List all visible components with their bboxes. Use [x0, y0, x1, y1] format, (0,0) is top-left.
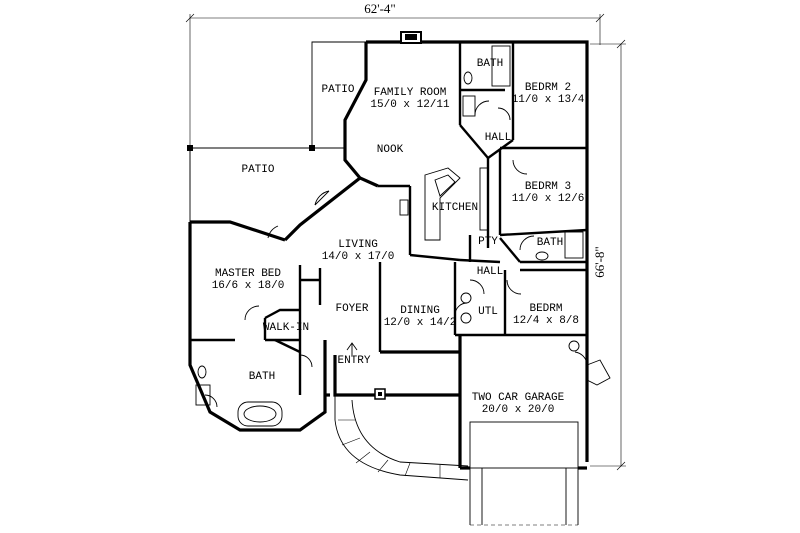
room-label-bath-top: BATH	[477, 58, 503, 70]
room-name: FAMILY ROOM	[374, 87, 447, 99]
room-name: PATIO	[321, 84, 354, 96]
room-label-patio-left: PATIO	[241, 164, 274, 176]
room-name: WALK-IN	[263, 322, 309, 334]
interior-walls	[190, 42, 588, 395]
room-size: 16/6 x 18/0	[212, 280, 285, 292]
room-name: BATH	[249, 371, 275, 383]
walkway	[334, 359, 611, 526]
room-label-bath-mid: BATH	[537, 237, 563, 249]
room-size: 15/0 x 12/11	[370, 99, 450, 111]
depth-dimension-label: 66'-8"	[592, 246, 607, 277]
room-name: NOOK	[377, 144, 404, 156]
room-label-hall-top: HALL	[485, 132, 511, 144]
room-name: ENTRY	[337, 355, 370, 367]
room-name: BATH	[477, 58, 503, 70]
width-dimension: 62'-4"	[185, 1, 605, 190]
room-name: BEDRM 2	[525, 82, 571, 94]
room-name: BATH	[537, 237, 563, 249]
room-label-walkin: WALK-IN	[263, 322, 309, 334]
room-name: UTL	[478, 306, 498, 318]
room-name: HALL	[477, 266, 503, 278]
room-name: MASTER BED	[215, 268, 281, 280]
room-name: HALL	[485, 132, 511, 144]
room-label-kitchen: KITCHEN	[432, 202, 478, 214]
doors	[244, 100, 588, 368]
room-label-foyer: FOYER	[335, 303, 368, 315]
room-size: 12/0 x 14/2	[384, 317, 457, 329]
room-size: 11/0 x 13/4	[512, 94, 585, 106]
room-label-patio-upper: PATIO	[321, 84, 354, 96]
room-label-bath-master: BATH	[249, 371, 275, 383]
room-name: TWO CAR GARAGE	[472, 392, 565, 404]
fixtures	[195, 45, 584, 469]
room-size: 20/0 x 20/0	[482, 404, 555, 416]
room-name: PTY	[478, 236, 498, 248]
room-label-utl: UTL	[478, 306, 498, 318]
room-size: 11/0 x 12/6	[512, 193, 585, 205]
patio-outline	[187, 41, 366, 225]
room-label-hall-mid: HALL	[477, 266, 503, 278]
depth-dimension: 66'-8"	[590, 39, 626, 471]
room-name: LIVING	[338, 239, 378, 251]
room-label-pty: PTY	[478, 236, 498, 248]
room-name: BEDRM 3	[525, 181, 571, 193]
room-size: 14/0 x 17/0	[322, 251, 395, 263]
room-label-nook: NOOK	[377, 144, 404, 156]
room-name: KITCHEN	[432, 202, 478, 214]
room-label-entry: ENTRY	[337, 355, 370, 367]
room-size: 12/4 x 8/8	[513, 315, 579, 327]
room-name: PATIO	[241, 164, 274, 176]
room-name: BEDRM	[529, 303, 562, 315]
room-name: DINING	[400, 305, 440, 317]
width-dimension-label: 62'-4"	[364, 1, 395, 16]
exterior-walls	[188, 31, 589, 470]
room-name: FOYER	[335, 303, 368, 315]
